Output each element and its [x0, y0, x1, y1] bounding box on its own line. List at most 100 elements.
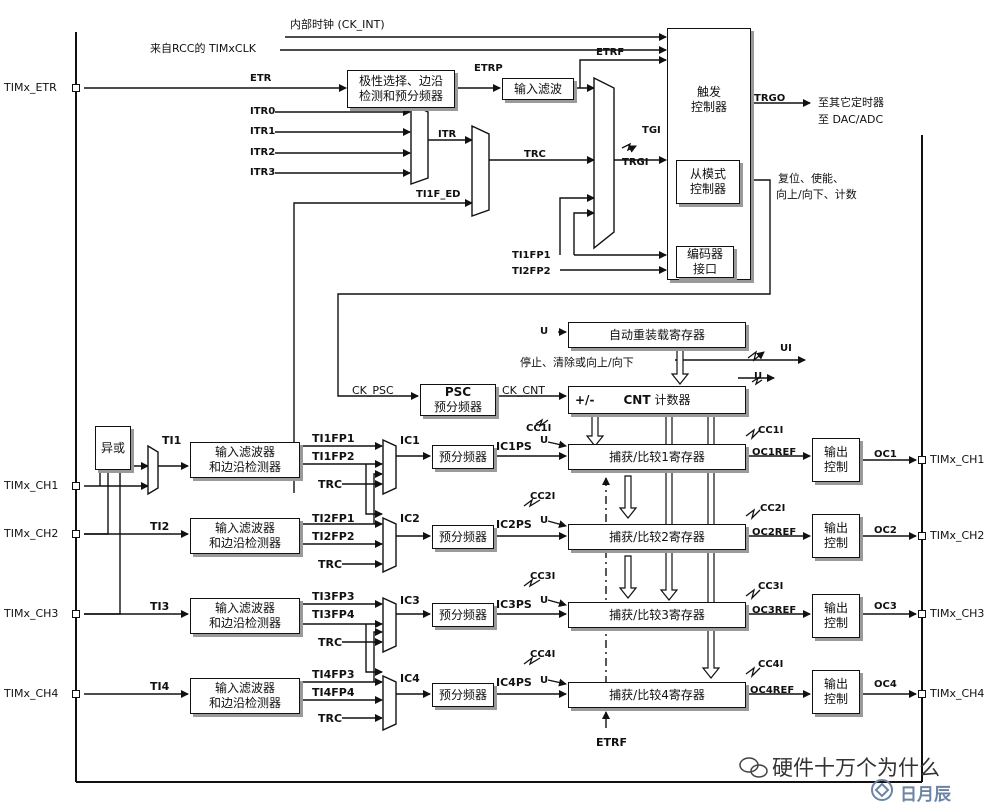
ch3-output-control-block: 输出控制 [812, 594, 860, 638]
ch1-filter-line2: 和边沿检测器 [208, 460, 281, 474]
ch1-filter-edge-block: 输入滤波器和边沿检测器 [190, 442, 300, 478]
ch1-trc: TRC [318, 478, 343, 491]
ch3-cci: CC3I [530, 571, 556, 582]
signal-itr2: ITR2 [250, 147, 276, 158]
ch4-trc: TRC [318, 712, 343, 725]
ch2-cci-out: CC2I [760, 503, 786, 514]
signal-etrp: ETRP [474, 63, 503, 74]
pin-ch4-in [72, 690, 80, 698]
ch2-u: U [540, 515, 549, 526]
ch4-output-control-block: 输出控制 [812, 670, 860, 714]
ch2-fpa: TI2FP1 [312, 512, 355, 525]
polarity-edge-prescaler-block: 极性选择、边沿检测和预分频器 [347, 70, 455, 108]
ch4-ocref: OC4REF [750, 685, 795, 696]
ch4-out-line1: 输出 [823, 677, 848, 691]
signal-itr1: ITR1 [250, 126, 276, 137]
ch2-ocref: OC2REF [752, 527, 797, 538]
ch1-icps: IC1PS [496, 440, 532, 453]
ch3-filter-line2: 和边沿检测器 [208, 616, 281, 630]
cnt-counter-block: +/- CNT 计数器 [568, 386, 746, 414]
ch2-output-control-block: 输出控制 [812, 514, 860, 558]
ch1-fpa: TI1FP1 [312, 432, 355, 445]
ch4-filter-line2: 和边沿检测器 [208, 696, 281, 710]
polarity-line2: 检测和预分频器 [358, 89, 443, 103]
ch3-fpb: TI3FP4 [312, 608, 355, 621]
signal-u-update: U [754, 371, 763, 382]
ch4-cci-out: CC4I [758, 659, 784, 670]
ch4-fpa: TI4FP3 [312, 668, 355, 681]
ch4-prescaler-label: 预分频器 [438, 687, 487, 702]
ch1-ti: TI1 [162, 434, 182, 447]
xor-block: 异或 [95, 426, 131, 470]
ch1-prescaler-block: 预分频器 [432, 445, 494, 469]
signal-etrf-bottom: ETRF [596, 736, 628, 749]
watermark-text: 硬件十万个为什么 [772, 756, 940, 780]
ch3-icps: IC3PS [496, 598, 532, 611]
signal-itr: ITR [438, 129, 457, 140]
slave-mode-line1: 从模式 [689, 167, 726, 181]
ch2-out-line1: 输出 [823, 521, 848, 535]
signal-from-rcc: 来自RCC的 TIMxCLK [150, 42, 256, 55]
pin-label-etr: TIMx_ETR [4, 81, 57, 94]
signal-tgi: TGI [642, 125, 661, 136]
ch2-capture-compare-block: 捕获/比较2寄存器 [568, 524, 746, 550]
ch2-ti: TI2 [150, 520, 170, 533]
watermark-brand: 日月辰 [900, 785, 951, 805]
cnt-title: CNT [623, 392, 651, 407]
ch3-ocref: OC3REF [752, 605, 797, 616]
ch3-prescaler-block: 预分频器 [432, 603, 494, 627]
signal-to-other: 至其它定时器 [818, 96, 884, 109]
ch3-u: U [540, 595, 549, 606]
signal-ck-psc: CK_PSC [352, 384, 394, 397]
ch2-oc: OC2 [874, 525, 897, 536]
ch2-out-line2: 控制 [823, 536, 848, 550]
signal-itr3: ITR3 [250, 167, 276, 178]
ch1-ocref: OC1REF [752, 447, 797, 458]
ch3-prescaler-label: 预分频器 [438, 607, 487, 622]
signal-etrf: ETRF [596, 47, 625, 58]
etr-input-filter-block: 输入滤波 [502, 78, 574, 100]
ch2-icps: IC2PS [496, 518, 532, 531]
signal-trgo: TRGO [754, 93, 786, 104]
ch3-ccreg-label: 捕获/比较3寄存器 [609, 607, 705, 622]
ch4-out-line2: 控制 [823, 692, 848, 706]
pin-label-ch3-in: TIMx_CH3 [4, 607, 59, 620]
chip-boundary [75, 32, 923, 783]
pin-ch1-out [918, 456, 926, 464]
pin-ch4-out [918, 690, 926, 698]
pin-ch1-in [72, 482, 80, 490]
ch1-oc: OC1 [874, 449, 897, 460]
ch4-ccreg-label: 捕获/比较4寄存器 [609, 687, 705, 702]
pin-label-ch3-out: TIMx_CH3 [930, 607, 985, 620]
signal-ui: UI [780, 343, 792, 354]
ch2-trc: TRC [318, 558, 343, 571]
signal-trgi: TRGI [622, 157, 649, 168]
cnt-sub: 计数器 [654, 392, 691, 407]
psc-title: PSC [444, 385, 472, 399]
signal-itr0: ITR0 [250, 106, 276, 117]
signal-ti2fp2: TI2FP2 [512, 266, 551, 277]
ch1-fpb: TI1FP2 [312, 450, 355, 463]
ch2-prescaler-block: 预分频器 [432, 525, 494, 549]
signal-updown-count: 向上/向下、计数 [776, 188, 857, 201]
ch3-oc: OC3 [874, 601, 897, 612]
ch4-fpb: TI4FP4 [312, 686, 355, 699]
ch2-filter-line2: 和边沿检测器 [208, 536, 281, 550]
ch4-oc: OC4 [874, 679, 897, 690]
ch3-ic: IC3 [400, 594, 420, 607]
ch4-cci: CC4I [530, 649, 556, 660]
signal-reset-enable: 复位、使能、 [778, 172, 844, 185]
pin-ch2-out [918, 532, 926, 540]
ch4-u: U [540, 675, 549, 686]
ch1-out-line2: 控制 [823, 460, 848, 474]
signal-ck-cnt: CK_CNT [502, 384, 546, 397]
pin-label-ch4-out: TIMx_CH4 [930, 687, 985, 700]
pin-ch2-in [72, 530, 80, 538]
ch2-ic: IC2 [400, 512, 420, 525]
auto-reload-register-block: 自动重装载寄存器 [568, 322, 746, 348]
ch1-out-line1: 输出 [823, 445, 848, 459]
slave-mode-controller-block: 从模式控制器 [676, 160, 740, 204]
ch4-capture-compare-block: 捕获/比较4寄存器 [568, 682, 746, 708]
